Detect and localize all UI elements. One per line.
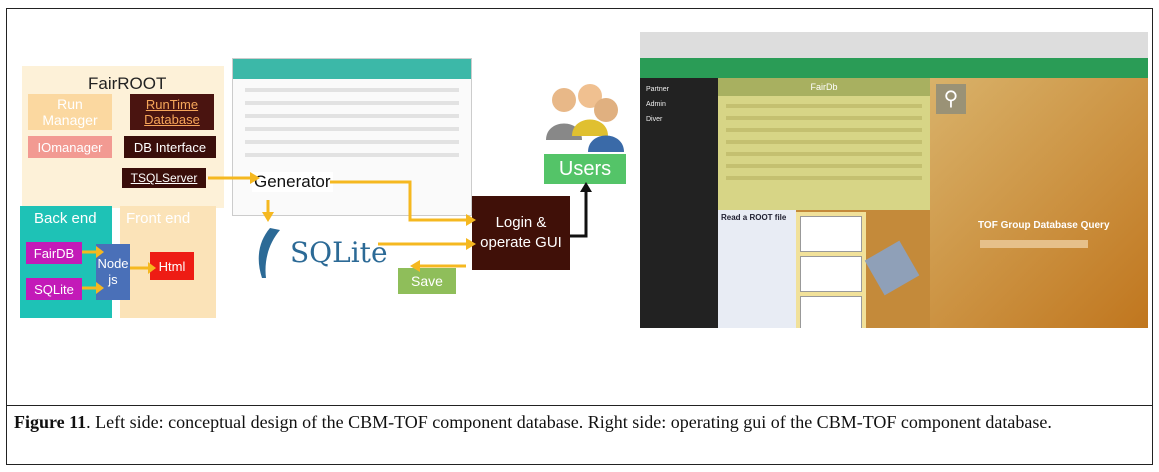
db-interface-box: DB Interface	[124, 136, 216, 158]
query-panel	[930, 78, 1148, 328]
caption-text: . Left side: conceptual design of the CB…	[86, 412, 1052, 432]
gui-sidebar: Partner Admin Diver	[640, 78, 718, 328]
root-file-title: Read a ROOT file	[721, 213, 787, 222]
fairroot-title: FairROOT	[88, 74, 167, 93]
fairdb-panel-title: FairDb	[718, 78, 930, 96]
sqlite-box: SQLite	[26, 278, 82, 300]
query-input	[980, 240, 1088, 248]
browser-chrome	[640, 32, 1148, 58]
run-manager-box: Run Manager	[28, 94, 112, 130]
caption-divider	[6, 405, 1153, 406]
operating-gui-screenshot: Partner Admin Diver FairDb Read a ROOT f…	[640, 32, 1148, 328]
figure-caption: Figure 11. Left side: conceptual design …	[14, 409, 1144, 435]
sidebar-item-diver: Diver	[646, 116, 663, 123]
query-title: TOF Group Database Query	[978, 220, 1110, 231]
iomanager-box: IOmanager	[28, 136, 112, 158]
figure-label: Figure 11	[14, 412, 87, 432]
save-box: Save	[398, 268, 456, 294]
search-icon: ⚲	[936, 84, 966, 114]
users-icon	[546, 84, 624, 152]
figure-frame	[6, 8, 1153, 465]
gui-topbar	[640, 58, 1148, 78]
tsqlserver-box: TSQLServer	[122, 168, 206, 188]
users-box: Users	[544, 154, 626, 184]
front-end-title: Front end	[126, 210, 191, 227]
back-end-title: Back end	[34, 210, 97, 227]
sidebar-item-admin: Admin	[646, 101, 666, 108]
html-box: Html	[150, 252, 194, 280]
sidebar-item-partner: Partner	[646, 86, 669, 93]
generator-label: Generator	[252, 172, 333, 192]
fairdb-panel: FairDb	[718, 78, 930, 210]
detector-3d-view	[864, 240, 920, 296]
flow-arrows	[82, 172, 592, 294]
runtime-database-box: RunTime Database	[130, 94, 214, 130]
login-operate-gui-box: Login & operate GUI	[472, 196, 570, 270]
fairdb-box: FairDB	[26, 242, 82, 264]
plots-panel	[796, 212, 866, 328]
sqlite-logo-text: SQLite	[290, 236, 388, 269]
root-file-panel: Read a ROOT file	[718, 210, 796, 328]
generator-screenshot	[232, 58, 472, 216]
sqlite-feather-icon	[258, 228, 280, 278]
